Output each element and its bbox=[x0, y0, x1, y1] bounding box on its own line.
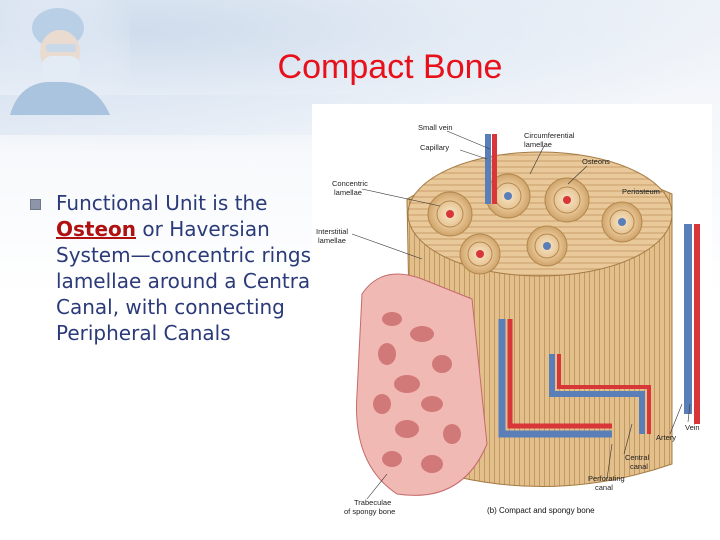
bone-illustration: Small vein Capillary Circumferential lam… bbox=[316, 123, 700, 516]
bullet-intro: Functional Unit is the bbox=[56, 191, 268, 215]
label-vein: Vein bbox=[685, 423, 700, 432]
bullet-square-icon bbox=[30, 199, 41, 210]
compact-bone-figure: Small vein Capillary Circumferential lam… bbox=[312, 104, 712, 519]
label-periosteum: Periosteum bbox=[622, 187, 660, 196]
label-trabeculae-2: of spongy bone bbox=[344, 507, 395, 516]
label-perforating-1: Perforating bbox=[588, 474, 625, 483]
figure-caption: (b) Compact and spongy bone bbox=[487, 506, 595, 515]
label-circumferential-1: Circumferential bbox=[524, 131, 575, 140]
label-concentric-1: Concentric bbox=[332, 179, 368, 188]
label-interstitial-2: lamellae bbox=[318, 236, 346, 245]
label-artery: Artery bbox=[656, 433, 676, 442]
label-small-vein: Small vein bbox=[418, 123, 453, 132]
bullet-text: Functional Unit is the Osteon or Haversi… bbox=[56, 190, 346, 346]
osteons-group bbox=[427, 173, 643, 275]
label-capillary: Capillary bbox=[420, 143, 449, 152]
slide-title: Compact Bone bbox=[277, 48, 503, 86]
label-central-2: canal bbox=[630, 462, 648, 471]
osteon-term: Osteon bbox=[56, 217, 137, 241]
label-central-1: Central bbox=[625, 453, 650, 462]
label-osteons: Osteons bbox=[582, 157, 610, 166]
label-circumferential-2: lamellae bbox=[524, 140, 552, 149]
bullet-rest: or Haversian System—concentric rings of … bbox=[56, 217, 337, 345]
surgeon-photo bbox=[0, 0, 130, 115]
label-concentric-2: lamellae bbox=[334, 188, 362, 197]
label-interstitial-1: Interstitial bbox=[316, 227, 348, 236]
label-perforating-2: canal bbox=[595, 483, 613, 492]
label-trabeculae-1: Trabeculae bbox=[354, 498, 391, 507]
